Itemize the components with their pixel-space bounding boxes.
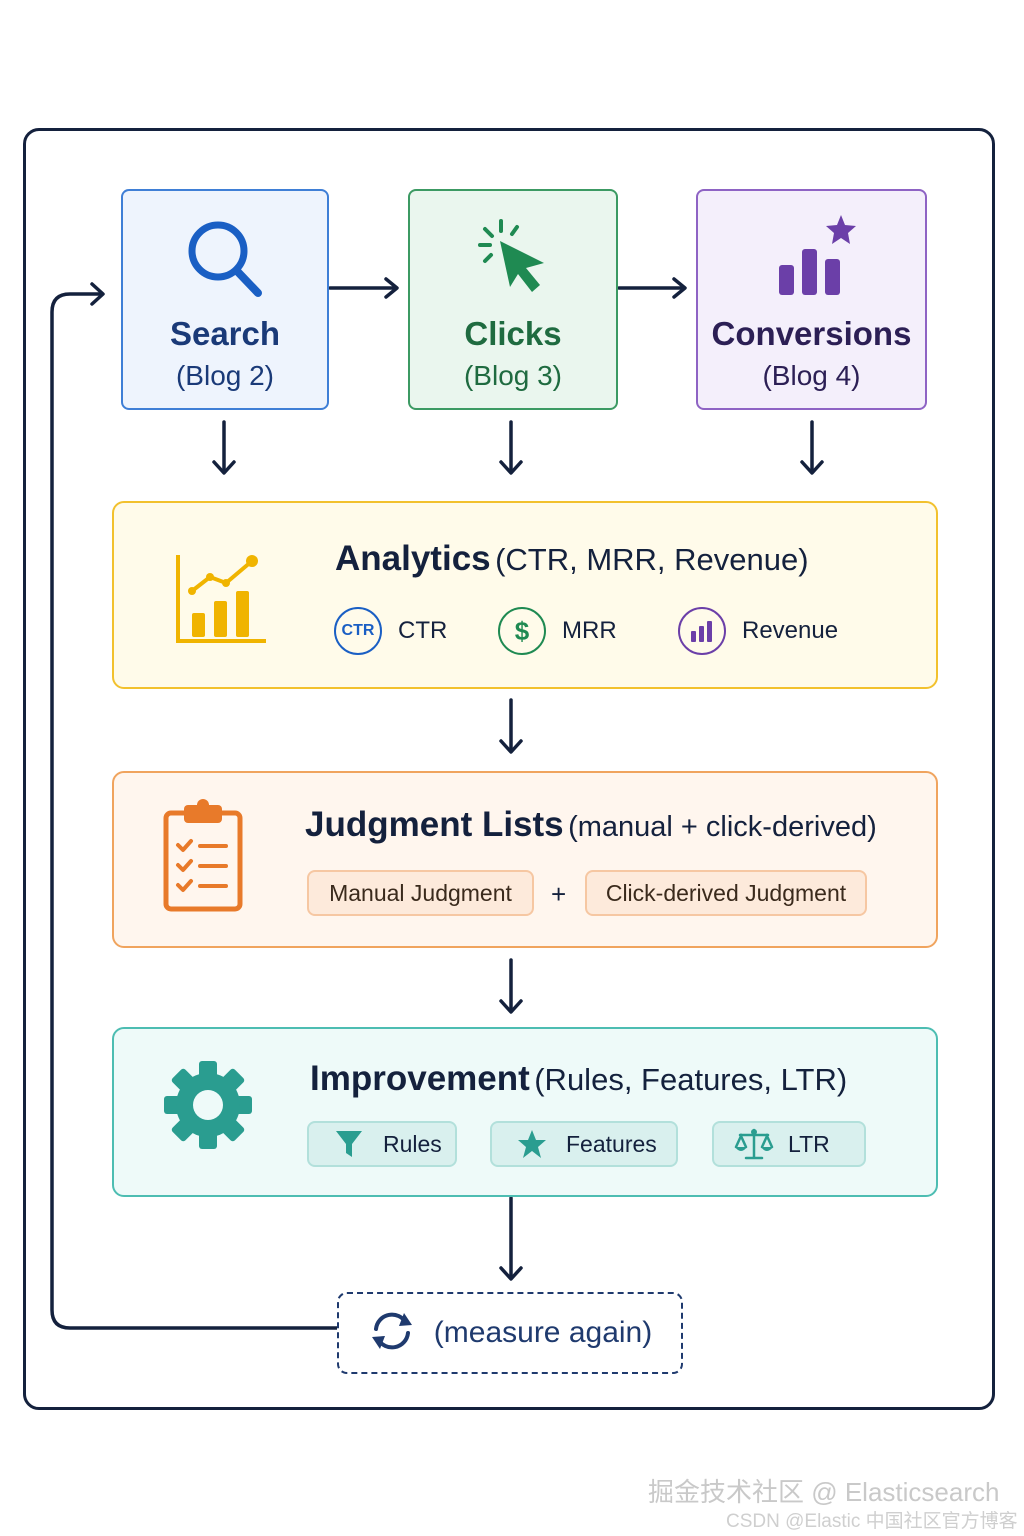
arrow-judgment-to-improvement xyxy=(499,958,523,1014)
improvement-subtitle: (Rules, Features, LTR) xyxy=(534,1062,848,1097)
click-derived-judgment-pill: Click-derived Judgment xyxy=(585,870,867,916)
refresh-icon xyxy=(368,1307,416,1360)
metric-mrr: $ MRR xyxy=(498,607,617,655)
stage-search: Search (Blog 2) xyxy=(121,189,329,410)
analytics-panel: Analytics (CTR, MRR, Revenue) CTR CTR $ … xyxy=(112,501,938,689)
dollar-icon: $ xyxy=(498,607,546,655)
features-label: Features xyxy=(566,1130,657,1157)
watermark-juejin: 掘金技术社区 @ Elasticsearch xyxy=(648,1477,1000,1507)
features-pill: Features xyxy=(490,1121,678,1167)
improvement-heading: Improvement (Rules, Features, LTR) xyxy=(310,1059,847,1099)
arrow-clicks-to-conversions xyxy=(617,277,687,299)
metric-revenue: Revenue xyxy=(678,607,838,655)
arrow-search-to-clicks xyxy=(328,277,399,299)
measure-again-box: (measure again) xyxy=(337,1292,683,1374)
metric-label: MRR xyxy=(562,617,617,644)
line-bar-chart-icon xyxy=(172,551,268,652)
diagram-frame xyxy=(23,128,995,1410)
ctr-badge-icon: CTR xyxy=(334,607,382,655)
watermark-csdn: CSDN @Elastic 中国社区官方博客 xyxy=(726,1511,1018,1532)
metric-ctr: CTR CTR xyxy=(334,607,447,655)
plus-sign: + xyxy=(551,879,567,909)
metric-label: Revenue xyxy=(742,617,839,644)
measure-again-label: (measure again) xyxy=(433,1316,653,1349)
stage-subtitle: (Blog 4) xyxy=(762,360,861,391)
judgment-heading: Judgment Lists (manual + click-derived) xyxy=(305,805,877,845)
clipboard-checklist-icon xyxy=(162,799,244,918)
stage-title: Clicks xyxy=(464,315,562,352)
stage-conversions: Conversions (Blog 4) xyxy=(696,189,927,410)
rules-pill: Rules xyxy=(307,1121,457,1167)
stage-clicks: Clicks (Blog 3) xyxy=(408,189,618,410)
arrow-conversions-down xyxy=(800,420,824,475)
judgment-subtitle: (manual + click-derived) xyxy=(568,811,877,843)
gear-icon xyxy=(162,1059,254,1156)
bar-chart-star-icon xyxy=(767,215,857,305)
arrow-feedback-loop xyxy=(50,282,339,1330)
analytics-title: Analytics xyxy=(335,539,491,578)
stage-subtitle: (Blog 3) xyxy=(463,360,563,391)
stage-title: Search xyxy=(169,315,281,352)
arrow-improvement-to-loop xyxy=(499,1196,523,1281)
funnel-icon xyxy=(329,1129,369,1159)
arrow-search-down xyxy=(212,420,236,475)
analytics-heading: Analytics (CTR, MRR, Revenue) xyxy=(335,539,809,579)
improvement-panel: Improvement (Rules, Features, LTR) Rules… xyxy=(112,1027,938,1197)
ltr-pill: LTR xyxy=(712,1121,866,1167)
rules-label: Rules xyxy=(383,1130,442,1157)
search-icon xyxy=(180,215,270,305)
arrow-analytics-to-judgment xyxy=(499,698,523,754)
star-icon xyxy=(512,1129,552,1159)
manual-judgment-pill: Manual Judgment xyxy=(307,870,534,916)
judgment-title: Judgment Lists xyxy=(305,805,564,844)
analytics-subtitle: (CTR, MRR, Revenue) xyxy=(495,542,809,577)
improvement-title: Improvement xyxy=(310,1059,530,1098)
ltr-label: LTR xyxy=(788,1130,830,1157)
judgment-panel: Judgment Lists (manual + click-derived) … xyxy=(112,771,938,948)
arrow-clicks-down xyxy=(499,420,523,475)
stage-title: Conversions xyxy=(711,315,912,352)
scales-icon xyxy=(734,1127,774,1161)
revenue-chart-icon xyxy=(678,607,726,655)
metric-label: CTR xyxy=(398,617,448,644)
stage-subtitle: (Blog 2) xyxy=(175,360,275,391)
cursor-click-icon xyxy=(468,215,558,305)
